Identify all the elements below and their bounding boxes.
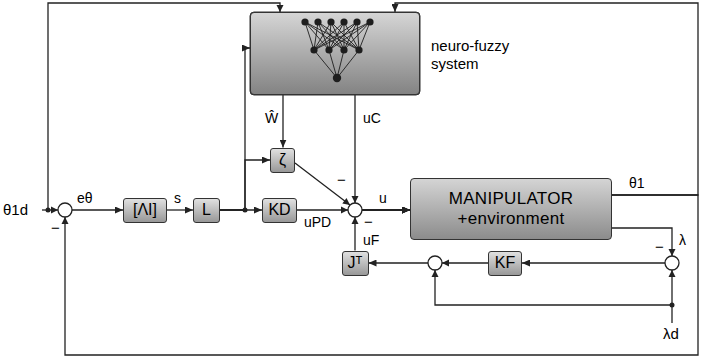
signal-label: s [173, 190, 182, 206]
signal-line [167, 209, 193, 210]
arrowhead [277, 5, 284, 12]
signal-label: uF [362, 232, 380, 248]
block-label: Jᵀ [348, 254, 363, 272]
signal-line [282, 95, 283, 148]
arrowhead [442, 260, 449, 267]
gain-block: KD [262, 198, 297, 223]
gain-block: KF [488, 251, 522, 276]
block-label: KF [495, 254, 515, 272]
summing-junction [428, 256, 442, 270]
block-label: ζ [279, 151, 286, 169]
neuron [310, 46, 317, 53]
gain-block: ζ [270, 148, 295, 173]
signal-label: − [363, 213, 374, 230]
summing-junction [58, 203, 72, 217]
neuron [355, 46, 362, 53]
neural-net-icon [305, 22, 370, 78]
signal-label: − [50, 219, 61, 236]
neuro-fuzzy-block: neuro-fuzzy system [250, 12, 420, 95]
block-fill [250, 12, 420, 95]
junction-dot [243, 208, 248, 213]
arrowhead [669, 270, 676, 277]
summing-junction [348, 203, 362, 217]
signal-line [355, 210, 410, 251]
junction-dot [46, 208, 51, 213]
signal-label: uPD [303, 214, 332, 230]
neuron [353, 18, 360, 25]
neuron [301, 18, 308, 25]
arrowhead [669, 249, 676, 256]
signal-label: uC [362, 110, 382, 126]
signal-label: u [378, 190, 388, 206]
neuron [340, 18, 347, 25]
signal-label: θ1 [628, 175, 646, 191]
arrowhead [51, 207, 58, 214]
block-label: [ΛI] [133, 201, 157, 219]
signal-wire [671, 270, 672, 323]
block-heading: neuro-fuzzy system [431, 37, 526, 73]
gain-block: L [193, 198, 220, 223]
signal-line [355, 95, 410, 210]
arrowhead [352, 196, 359, 203]
signal-label: θ1d [2, 201, 29, 218]
signal-wire [435, 270, 672, 305]
arrowheads [51, 5, 676, 277]
signal-label: Ŵ [264, 110, 279, 126]
gain-block: [ΛI] [123, 198, 167, 223]
junction-dot [670, 303, 675, 308]
neuron [340, 46, 347, 53]
signal-label: − [336, 171, 347, 188]
block-label: MANIPULATOR +environment [436, 189, 586, 228]
arrowhead [432, 270, 439, 277]
neuron-dots [301, 18, 373, 82]
block-label: KD [268, 201, 290, 219]
neuron [333, 74, 341, 82]
neuron [366, 18, 373, 25]
signal-label: λ [678, 232, 687, 248]
arrowhead [352, 217, 359, 224]
neuron [327, 18, 334, 25]
plant-box: MANIPULATOR +environment [410, 178, 612, 240]
signal-wire [48, 3, 280, 210]
block-label: L [202, 201, 211, 219]
arrowhead [342, 198, 350, 205]
gain-block: Jᵀ [342, 251, 369, 276]
arrowhead [341, 207, 348, 214]
neuron [314, 18, 321, 25]
neuron [325, 46, 332, 53]
signal-label: − [654, 238, 665, 255]
summing-junction [665, 256, 679, 270]
signal-wires [42, 3, 672, 323]
arrowhead [62, 217, 69, 224]
signal-label: eθ [76, 190, 94, 206]
signal-label: λd [662, 325, 680, 342]
signal-line [395, 3, 698, 195]
